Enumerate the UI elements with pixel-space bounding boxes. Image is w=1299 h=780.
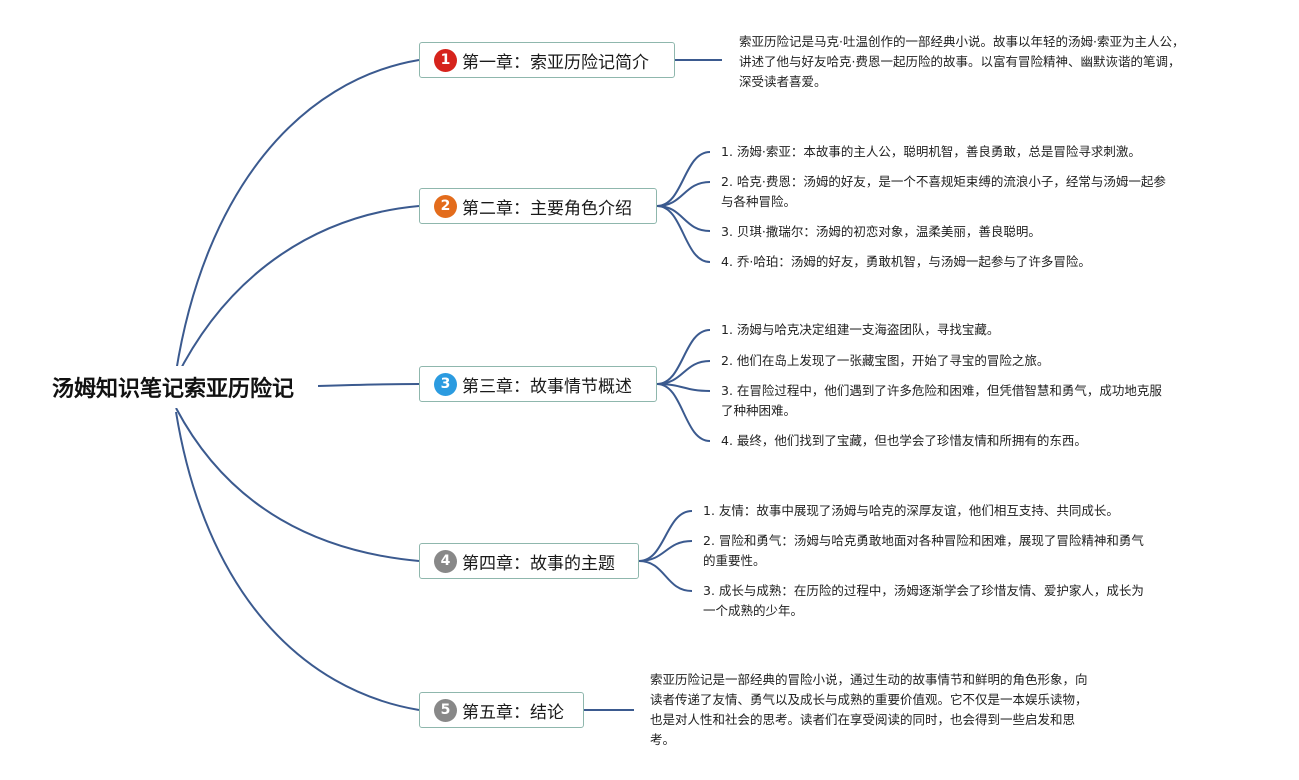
chapter-3-branch-2 (656, 360, 711, 385)
chapter-1-summary-line: 讲述了他与好友哈克·费恩一起历险的故事。以富有冒险精神、幽默诙谐的笔调， (739, 54, 1181, 69)
chapter-3-item-2[interactable]: 2. 他们在岛上发现了一张藏宝图，开始了寻宝的冒险之旅。 (721, 351, 1221, 371)
item-text-line: 1. 友情：故事中展现了汤姆与哈克的深厚友谊，他们相互支持、共同成长。 (703, 503, 1119, 518)
root-link-chapter-5 (175, 411, 420, 711)
chapter-4-item-3[interactable]: 3. 成长与成熟：在历险的过程中，汤姆逐渐学会了珍惜友情、爱护家人，成长为 一个… (703, 581, 1203, 621)
chapter-5-title: 第五章：结论 (462, 702, 564, 723)
chapter-2-title: 第二章：主要角色介绍 (462, 198, 632, 219)
chapter-3-branch-1 (656, 329, 711, 385)
chapter-4-item-1[interactable]: 1. 友情：故事中展现了汤姆与哈克的深厚友谊，他们相互支持、共同成长。 (703, 501, 1203, 521)
chapter-5-summary-line: 也是对人性和社会的思考。读者们在享受阅读的同时，也会得到一些启发和思 (650, 712, 1076, 727)
chapter-4-branch-3 (638, 560, 693, 592)
chapter-2-item-1[interactable]: 1. 汤姆·索亚：本故事的主人公，聪明机智，善良勇敢，总是冒险寻求刺激。 (721, 142, 1221, 162)
item-text-line: 2. 他们在岛上发现了一张藏宝图，开始了寻宝的冒险之旅。 (721, 353, 1050, 368)
chapter-5-summary-line: 读者传递了友情、勇气以及成长与成熟的重要价值观。它不仅是一本娱乐读物， (650, 692, 1088, 707)
item-text-line: 3. 成长与成熟：在历险的过程中，汤姆逐渐学会了珍惜友情、爱护家人，成长为 (703, 583, 1144, 598)
chapter-4-node[interactable]: 4 第四章：故事的主题 (419, 543, 639, 579)
chapter-3-item-3[interactable]: 3. 在冒险过程中，他们遇到了许多危险和困难，但凭借智慧和勇气，成功地克服 了种… (721, 381, 1221, 421)
chapter-2-item-3[interactable]: 3. 贝琪·撒瑞尔：汤姆的初恋对象，温柔美丽，善良聪明。 (721, 222, 1221, 242)
root-link-chapter-1 (175, 59, 420, 373)
chapter-3-item-4[interactable]: 4. 最终，他们找到了宝藏，但也学会了珍惜友情和所拥有的东西。 (721, 431, 1221, 451)
number-badge-5: 5 (434, 698, 457, 722)
root-topic[interactable]: 汤姆知识笔记索亚历险记 (28, 366, 318, 408)
number-badge-2: 2 (434, 194, 457, 218)
root-link-chapter-4 (175, 407, 420, 562)
chapter-5-summary-line: 索亚历险记是一部经典的冒险小说，通过生动的故事情节和鲜明的角色形象，向 (650, 672, 1088, 687)
chapter-4-branch-2 (638, 540, 693, 562)
item-text-line: 4. 最终，他们找到了宝藏，但也学会了珍惜友情和所拥有的东西。 (721, 433, 1087, 448)
chapter-3-node[interactable]: 3 第三章：故事情节概述 (419, 366, 657, 402)
chapter-1-title: 第一章：索亚历险记简介 (462, 52, 649, 73)
item-text-line: 一个成熟的少年。 (703, 603, 804, 618)
item-text-line: 2. 哈克·费恩：汤姆的好友，是一个不喜规矩束缚的流浪小子，经常与汤姆一起参 (721, 174, 1166, 189)
item-text-line: 3. 贝琪·撒瑞尔：汤姆的初恋对象，温柔美丽，善良聪明。 (721, 224, 1041, 239)
chapter-4-item-2[interactable]: 2. 冒险和勇气：汤姆与哈克勇敢地面对各种冒险和困难，展现了冒险精神和勇气 的重… (703, 531, 1203, 571)
chapter-2-branch-1 (656, 151, 711, 207)
item-text-line: 的重要性。 (703, 553, 766, 568)
chapter-1-summary-line: 深受读者喜爱。 (739, 74, 827, 89)
chapter-5-node[interactable]: 5 第五章：结论 (419, 692, 584, 728)
item-text-line: 了种种困难。 (721, 403, 797, 418)
item-text-line: 1. 汤姆·索亚：本故事的主人公，聪明机智，善良勇敢，总是冒险寻求刺激。 (721, 144, 1141, 159)
chapter-4-title: 第四章：故事的主题 (462, 553, 615, 574)
root-title: 汤姆知识笔记索亚历险记 (51, 377, 294, 402)
chapter-3-branch-4 (656, 383, 711, 442)
chapter-2-item-2[interactable]: 2. 哈克·费恩：汤姆的好友，是一个不喜规矩束缚的流浪小子，经常与汤姆一起参 与… (721, 172, 1221, 212)
chapter-5-summary-line: 考。 (650, 732, 676, 747)
item-text-line: 2. 冒险和勇气：汤姆与哈克勇敢地面对各种冒险和困难，展现了冒险精神和勇气 (703, 533, 1144, 548)
chapter-3-item-1[interactable]: 1. 汤姆与哈克决定组建一支海盗团队，寻找宝藏。 (721, 320, 1221, 340)
item-text-line: 与各种冒险。 (721, 194, 797, 209)
chapter-2-item-4[interactable]: 4. 乔·哈珀：汤姆的好友，勇敢机智，与汤姆一起参与了许多冒险。 (721, 252, 1221, 272)
root-link-chapter-3 (317, 383, 420, 387)
item-text-line: 4. 乔·哈珀：汤姆的好友，勇敢机智，与汤姆一起参与了许多冒险。 (721, 254, 1091, 269)
chapter-4-branch-1 (638, 510, 693, 562)
item-text-line: 3. 在冒险过程中，他们遇到了许多危险和困难，但凭借智慧和勇气，成功地克服 (721, 383, 1162, 398)
number-badge-3: 3 (434, 372, 457, 396)
chapter-1-node[interactable]: 1 第一章：索亚历险记简介 (419, 42, 675, 78)
number-badge-1: 1 (434, 48, 457, 72)
chapter-1-summary-line: 索亚历险记是马克·吐温创作的一部经典小说。故事以年轻的汤姆·索亚为主人公， (739, 34, 1185, 49)
item-text-line: 1. 汤姆与哈克决定组建一支海盗团队，寻找宝藏。 (721, 322, 1000, 337)
root-link-chapter-2 (175, 205, 420, 379)
chapter-1-summary: 索亚历险记是马克·吐温创作的一部经典小说。故事以年轻的汤姆·索亚为主人公， 讲述… (739, 32, 1269, 92)
chapter-2-branch-2 (656, 181, 711, 207)
chapter-3-title: 第三章：故事情节概述 (462, 376, 632, 397)
chapter-2-node[interactable]: 2 第二章：主要角色介绍 (419, 188, 657, 224)
number-badge-4: 4 (434, 549, 457, 573)
chapter-5-summary: 索亚历险记是一部经典的冒险小说，通过生动的故事情节和鲜明的角色形象，向 读者传递… (650, 670, 1150, 750)
chapter-2-branch-3 (656, 205, 711, 232)
chapter-2-branch-4 (656, 205, 711, 263)
